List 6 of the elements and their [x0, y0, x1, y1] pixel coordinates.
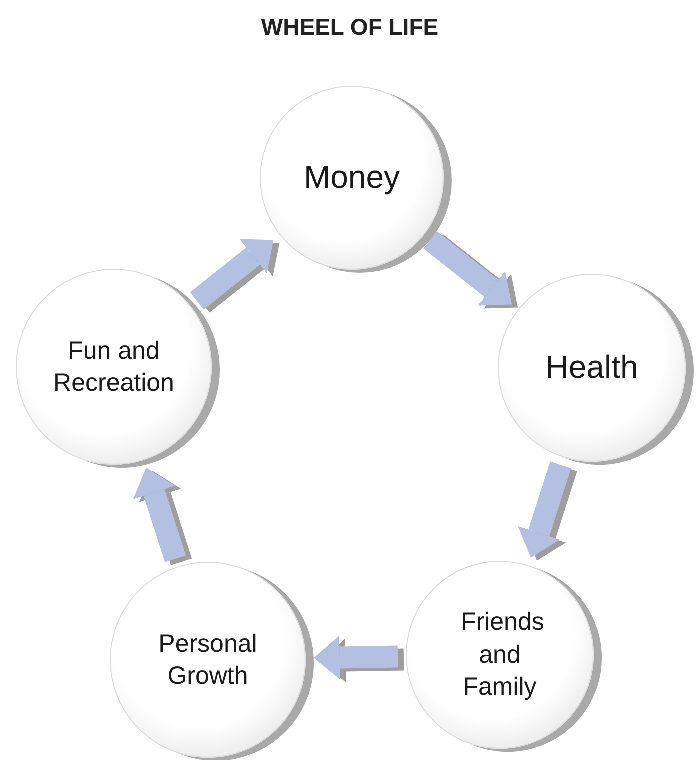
node-label: Health — [544, 348, 640, 388]
node-label: Money — [302, 158, 402, 198]
node-label: Friends and Family — [460, 607, 546, 704]
node-label: Personal Growth — [158, 628, 258, 692]
node-label: Fun and Recreation — [52, 336, 176, 399]
title: WHEEL OF LIFE — [261, 13, 439, 42]
